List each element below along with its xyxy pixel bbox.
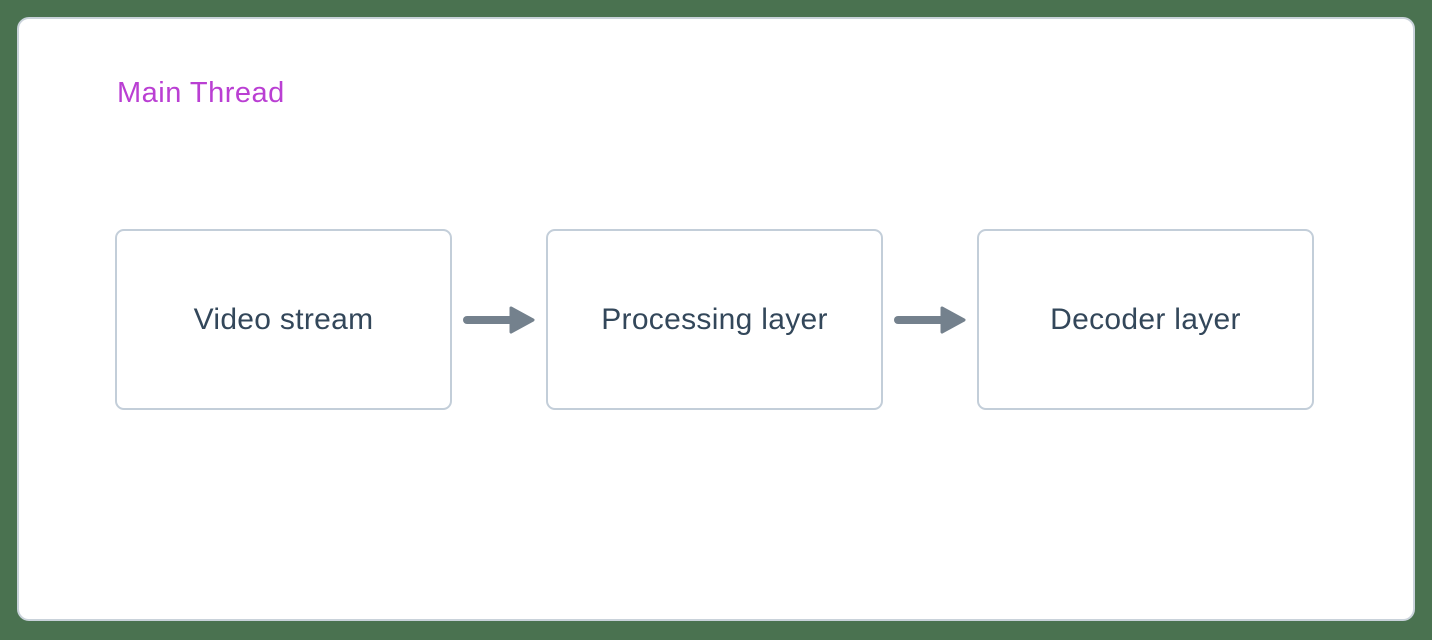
node-label: Processing layer xyxy=(601,302,828,336)
node-label: Video stream xyxy=(193,302,374,336)
node-label: Decoder layer xyxy=(1050,302,1241,336)
node-decoder-layer: Decoder layer xyxy=(977,229,1314,410)
right-arrow-icon xyxy=(463,306,535,333)
flow-row: Video stream Processing layer Decoder la… xyxy=(115,229,1314,410)
diagram-title: Main Thread xyxy=(117,77,285,109)
node-processing-layer: Processing layer xyxy=(546,229,883,410)
main-thread-container: Main Thread Video stream Processing laye… xyxy=(17,17,1415,621)
connector-1 xyxy=(452,304,546,336)
node-video-stream: Video stream xyxy=(115,229,452,410)
right-arrow-icon xyxy=(894,306,966,333)
connector-2 xyxy=(883,304,977,336)
